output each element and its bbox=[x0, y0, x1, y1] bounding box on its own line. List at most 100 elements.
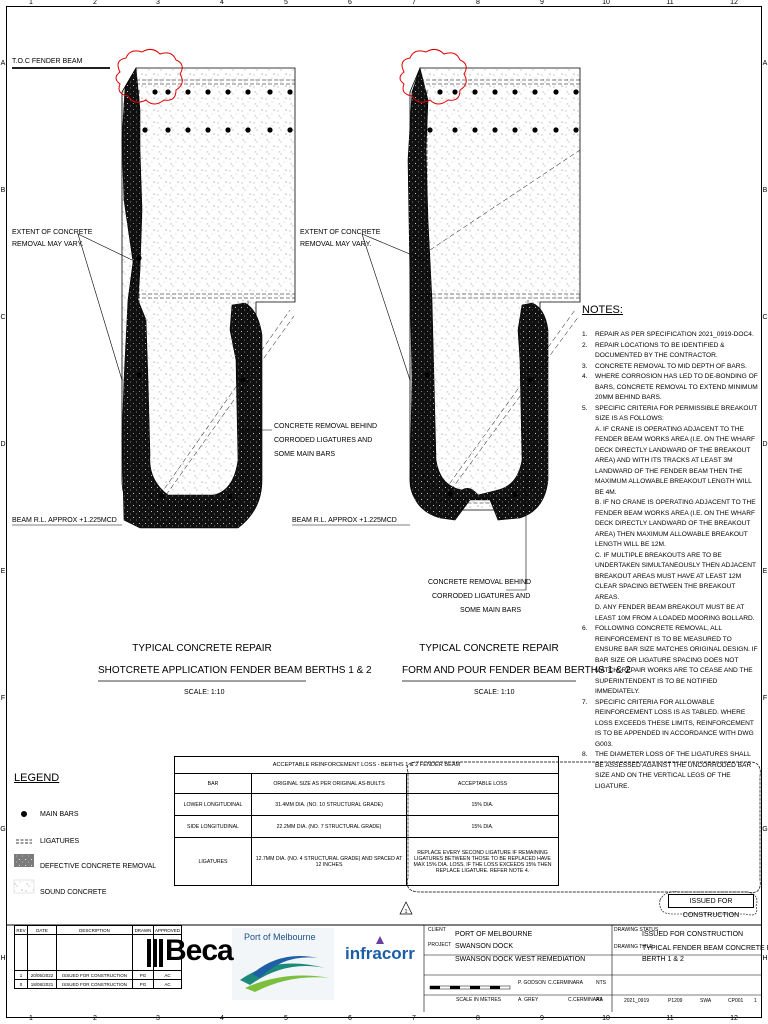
left-section-title-2: SHOTCRETE APPLICATION FENDER BEAM BERTHS… bbox=[98, 665, 372, 676]
left-section-title-1: TYPICAL CONCRETE REPAIR bbox=[132, 643, 272, 654]
grid-row-label: C bbox=[762, 314, 768, 321]
left-ligature bbox=[133, 90, 249, 509]
grid-col-label: 9 bbox=[540, 1015, 544, 1022]
left-scale-label: SCALE: 1:10 bbox=[184, 689, 225, 696]
grid-col-label: 2 bbox=[93, 1015, 97, 1022]
note-item: b. IF NO CRANE IS OPERATING ADJACENT TO … bbox=[595, 499, 756, 548]
grid-col-label: 3 bbox=[156, 1015, 160, 1022]
note-item: 7.SPECIFIC CRITERIA FOR ALLOWABLE REINFO… bbox=[582, 698, 754, 748]
table-header: ORIGINAL SIZE AS PER ORIGINAL AS-BUILTS bbox=[251, 773, 407, 794]
grid-col-label: 7 bbox=[412, 0, 416, 6]
grid-col-label: 2 bbox=[93, 0, 97, 6]
grid-col-label: 5 bbox=[284, 1015, 288, 1022]
grid-col-label: 5 bbox=[284, 0, 288, 6]
grid-col-label: 12 bbox=[730, 1015, 738, 1022]
right-section-title-2: FORM AND POUR FENDER BEAM BERTHS 1 & 2 bbox=[402, 665, 631, 676]
project-number: P1209 bbox=[668, 998, 683, 1004]
client-caption: CLIENT bbox=[428, 927, 446, 933]
drawing-number: CP001 bbox=[728, 998, 744, 1004]
sheet-code: SWA bbox=[700, 998, 712, 1004]
status-caption: DRAWING STATUS bbox=[614, 927, 659, 933]
legend-item-ligatures: LIGATURES bbox=[40, 838, 80, 845]
grid-row-label: A bbox=[762, 60, 768, 67]
note-item: d. ANY FENDER BEAM BREAKOUT MUST BE AT L… bbox=[595, 604, 755, 622]
right-main-bars bbox=[424, 89, 579, 497]
left-revision-cloud bbox=[115, 48, 183, 105]
right-section-title-1: TYPICAL CONCRETE REPAIR bbox=[419, 643, 559, 654]
revision-row: 1 20/05/2022 ISSUED FOR CONSTRUCTION PG … bbox=[14, 970, 183, 980]
drawing-revision: 1 bbox=[754, 998, 757, 1004]
drawing-scale: NTS bbox=[596, 980, 606, 986]
drawing-size: A3 bbox=[596, 997, 603, 1003]
right-revision-cloud bbox=[399, 48, 467, 105]
left-beam-rl-label: BEAM R.L. APPROX +1.225mCD bbox=[12, 517, 117, 524]
grid-row-label: G bbox=[0, 826, 6, 833]
project-name-1: SWANSON DOCK bbox=[455, 943, 514, 950]
client-name: PORT OF MELBOURNE bbox=[455, 931, 533, 938]
left-extent-label-1: EXTENT OF CONCRETE bbox=[12, 229, 93, 236]
table-header: BAR bbox=[174, 773, 252, 794]
left-extent-label-2: REMOVAL MAY VARY. bbox=[12, 241, 84, 248]
grid-col-label: 7 bbox=[412, 1015, 416, 1022]
revision-triangle-icon bbox=[399, 901, 413, 915]
grid-col-label: 9 bbox=[540, 0, 544, 6]
grid-row-label: D bbox=[762, 441, 768, 448]
legend-item-main-bars: MAIN BARS bbox=[40, 811, 79, 818]
note-item: 5.SPECIFIC CRITERIA FOR PERMISSIBLE BREA… bbox=[582, 404, 758, 423]
note-item: 8.THE DIAMETER LOSS OF THE LIGATURES SHA… bbox=[582, 751, 752, 790]
project-name-2: SWANSON DOCK WEST REMEDIATION bbox=[455, 956, 586, 963]
grid-row-label: E bbox=[0, 568, 6, 575]
grid-row-label: H bbox=[0, 955, 6, 962]
note-item: 6.FOLLOWING CONCRETE REMOVAL, ALL REINFO… bbox=[582, 625, 758, 695]
right-extent-label-2: REMOVAL MAY VARY. bbox=[300, 241, 372, 248]
scale-caption: SCALE IN METRES bbox=[456, 997, 502, 1003]
note-item: 2.REPAIR LOCATIONS TO BE IDENTIFIED & DO… bbox=[582, 341, 725, 360]
table-row: LIGATURES 12.7mm DIA. (NO. 4 STRUCTURAL … bbox=[174, 837, 559, 886]
port-logo-icon bbox=[232, 928, 334, 1000]
right-scale-label: SCALE: 1:10 bbox=[474, 689, 515, 696]
grid-col-label: 4 bbox=[220, 1015, 224, 1022]
grid-col-label: 6 bbox=[348, 1015, 352, 1022]
grid-row-label: D bbox=[0, 441, 6, 448]
legend-main-bar-icon bbox=[21, 811, 27, 817]
grid-col-label: 8 bbox=[476, 0, 480, 6]
legend-item-defective: DEFECTIVE CONCRETE REMOVAL bbox=[40, 863, 157, 870]
table-row: LOWER LONGITUDINAL 31.4mm DIA. (NO. 10 S… bbox=[174, 793, 559, 816]
grid-row-label: F bbox=[762, 695, 768, 702]
notes-heading: NOTES: bbox=[582, 304, 623, 316]
grid-col-label: 3 bbox=[156, 0, 160, 6]
left-removal-label-3: SOME MAIN BARS bbox=[274, 451, 336, 458]
revision-table: REV DATE DESCRIPTION DRAWN APPROVED 1 20… bbox=[14, 925, 183, 989]
grid-col-label: 4 bbox=[220, 0, 224, 6]
note-item: a. IF CRANE IS OPERATING ADJACENT TO THE… bbox=[595, 425, 755, 496]
notes-list: 1.REPAIR AS PER SPECIFICATION 2021_0919-… bbox=[582, 330, 760, 792]
grid-row-label: B bbox=[762, 187, 768, 194]
grid-col-label: 11 bbox=[666, 1015, 674, 1022]
left-removal-label-1: CONCRETE REMOVAL BEHIND bbox=[274, 423, 378, 430]
infracorr-logo: infracorr bbox=[345, 944, 415, 963]
drawing-frame bbox=[6, 6, 762, 1018]
grid-row-label: F bbox=[0, 695, 6, 702]
scale-bar bbox=[429, 985, 511, 990]
grid-row-label: B bbox=[0, 187, 6, 194]
right-beam-rl-label: BEAM R.L. APPROX +1.225mCD bbox=[292, 517, 397, 524]
drawing-title-caption: DRAWING TITLE bbox=[614, 944, 653, 950]
table-header: ACCEPTABLE LOSS bbox=[406, 773, 559, 794]
note-item: 3.CONCRETE REMOVAL TO MID DEPTH OF BARS. bbox=[582, 362, 747, 370]
issued-revision-cloud bbox=[659, 891, 758, 916]
note-item: c. IF MULTIPLE BREAKOUTS ARE TO BE UNDER… bbox=[595, 551, 756, 601]
right-removal-label-3: SOME MAIN BARS bbox=[460, 607, 522, 614]
drawing-date: 2021_0919 bbox=[624, 998, 650, 1004]
legend-item-sound: SOUND CONCRETE bbox=[40, 889, 107, 896]
grid-col-label: 11 bbox=[666, 0, 674, 6]
grid-col-label: 6 bbox=[348, 0, 352, 6]
infracorr-logo-icon bbox=[376, 936, 384, 944]
right-defective-concrete bbox=[407, 66, 549, 521]
grid-col-label: 10 bbox=[602, 0, 610, 6]
right-ligature bbox=[421, 90, 534, 504]
table-row: SIDE LONGITUDINAL 22.2mm DIA. (NO. 7 STR… bbox=[174, 815, 559, 838]
grid-row-label: E bbox=[762, 568, 768, 575]
project-caption: PROJECT bbox=[428, 942, 452, 948]
